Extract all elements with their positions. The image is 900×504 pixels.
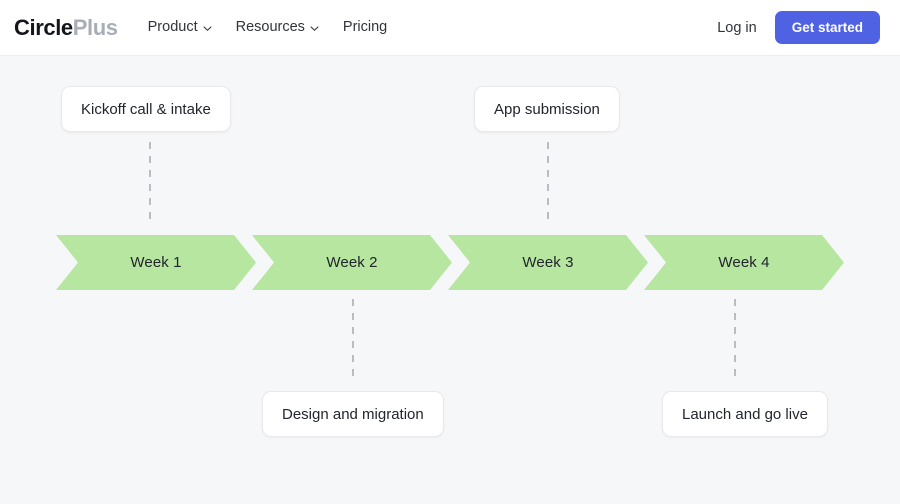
milestone-card-label: Launch and go live	[682, 405, 808, 423]
nav-item-resources[interactable]: Resources	[236, 20, 319, 35]
timeline-stage-label: Week 1	[130, 254, 182, 271]
timeline-stage-week-3[interactable]: Week 3	[448, 235, 648, 290]
milestone-card-label: Design and migration	[282, 405, 424, 423]
connector-launch	[734, 299, 736, 381]
connector-design-migration	[352, 299, 354, 381]
brand-logo[interactable]: CirclePlus	[14, 14, 118, 40]
timeline-diagram: Kickoff call & intake App submission Wee…	[0, 57, 900, 504]
nav-item-pricing-label: Pricing	[342, 19, 388, 36]
milestone-card-kickoff[interactable]: Kickoff call & intake	[61, 86, 231, 132]
milestone-card-label: Kickoff call & intake	[81, 100, 211, 118]
connector-app-submission	[547, 142, 549, 224]
timeline-stage-week-1[interactable]: Week 1	[56, 235, 256, 290]
nav-item-pricing[interactable]: Pricing	[343, 20, 387, 35]
milestone-card-launch[interactable]: Launch and go live	[662, 391, 828, 437]
milestone-card-design-migration[interactable]: Design and migration	[262, 391, 444, 437]
nav-item-resources-label: Resources	[235, 19, 305, 36]
milestone-card-label: App submission	[494, 100, 600, 118]
milestone-card-app-submission[interactable]: App submission	[474, 86, 620, 132]
login-link[interactable]: Log in	[717, 19, 757, 36]
nav-item-product[interactable]: Product	[148, 20, 212, 35]
header-actions: Log in Get started	[717, 11, 880, 44]
timeline-stage-label: Week 3	[522, 254, 574, 271]
get-started-button[interactable]: Get started	[774, 11, 880, 44]
timeline-stage-label: Week 4	[718, 254, 770, 271]
connector-kickoff	[149, 142, 151, 224]
brand-logo-primary: Circle	[14, 14, 73, 40]
chevron-down-icon	[310, 24, 319, 33]
timeline-chevron-band: Week 1 Week 2 Week 3 Week 4	[56, 235, 844, 290]
timeline-stage-week-2[interactable]: Week 2	[252, 235, 452, 290]
main-nav: Product Resources Pricing	[148, 20, 388, 35]
chevron-down-icon	[203, 24, 212, 33]
nav-item-product-label: Product	[147, 19, 198, 36]
brand-logo-secondary: Plus	[72, 14, 118, 40]
timeline-stage-label: Week 2	[326, 254, 378, 271]
site-header: CirclePlus Product Resources Pricing Log…	[0, 0, 900, 56]
timeline-stage-week-4[interactable]: Week 4	[644, 235, 844, 290]
